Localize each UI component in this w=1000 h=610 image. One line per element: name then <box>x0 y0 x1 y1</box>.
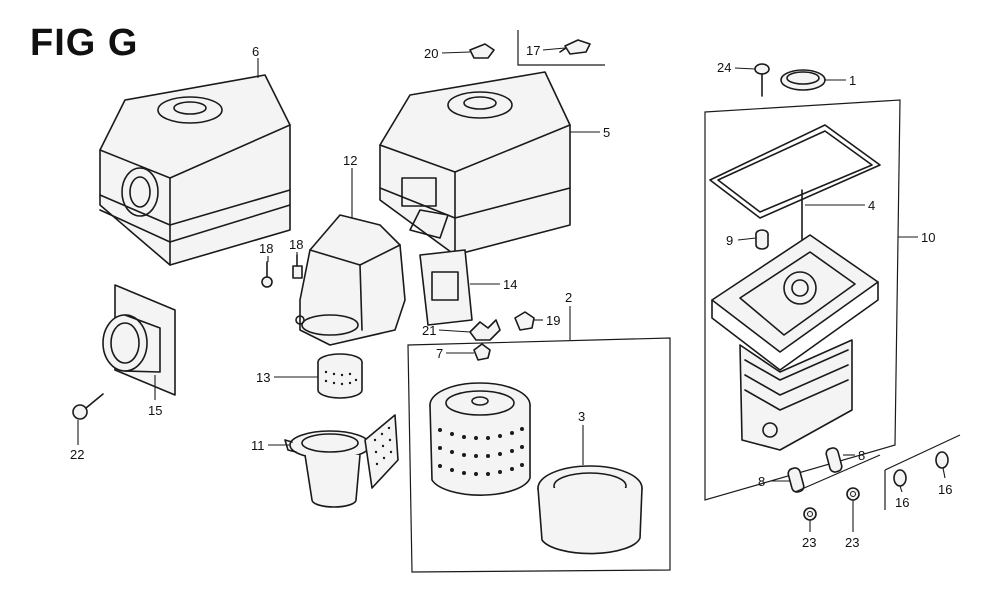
callout-8b: 8 <box>858 448 865 463</box>
callout-4: 4 <box>868 198 875 213</box>
callout-20: 20 <box>424 46 438 61</box>
part-13-screen <box>317 353 363 399</box>
callout-23b: 23 <box>845 535 859 550</box>
part-7-nut <box>473 343 491 361</box>
part-24-screw <box>754 63 770 97</box>
callout-16b: 16 <box>938 482 952 497</box>
callout-15: 15 <box>148 403 162 418</box>
part-18-screw-a <box>261 261 273 288</box>
callout-11: 11 <box>251 438 265 453</box>
callout-13: 13 <box>256 370 270 385</box>
kit-divider-23 <box>794 454 881 493</box>
callout-2: 2 <box>565 290 572 305</box>
part-9-grommet <box>755 229 769 250</box>
part-3-foam <box>537 465 643 555</box>
callout-17: 17 <box>526 43 540 58</box>
kit-divider-16 <box>884 434 961 510</box>
callout-18a: 18 <box>259 241 273 256</box>
part-16-cap-a <box>893 469 907 487</box>
callout-22: 22 <box>70 447 84 462</box>
part-23-nut-a <box>803 507 817 521</box>
callout-19: 19 <box>546 313 560 328</box>
callout-24: 24 <box>717 60 731 75</box>
callout-5: 5 <box>603 125 610 140</box>
air-cleaner-case <box>711 234 879 451</box>
part-23-nut-b <box>846 487 860 501</box>
callout-18b: 18 <box>289 237 303 252</box>
callout-1: 1 <box>849 73 856 88</box>
kit-divider-17 <box>517 30 605 66</box>
part-12-elbow <box>295 214 406 346</box>
callout-10: 10 <box>921 230 935 245</box>
callout-16a: 16 <box>895 495 909 510</box>
part-8-tube-a <box>787 467 805 493</box>
kit-box-2 <box>407 337 671 573</box>
callout-9: 9 <box>726 233 733 248</box>
callout-numbers: 6 20 17 24 1 5 12 4 10 9 18 18 14 2 21 1… <box>70 43 952 550</box>
callout-21: 21 <box>422 323 436 338</box>
part-16-cap-b <box>935 451 949 469</box>
part-20-bolt <box>469 43 495 59</box>
filter-element <box>429 382 531 496</box>
part-8-tube-b <box>825 447 843 473</box>
part-6-cover <box>99 74 291 266</box>
part-11-base <box>284 414 399 508</box>
callout-8a: 8 <box>758 474 765 489</box>
part-14-gasket <box>419 249 473 326</box>
callout-3: 3 <box>578 409 585 424</box>
callout-12: 12 <box>343 153 357 168</box>
callout-23a: 23 <box>802 535 816 550</box>
part-4-gasket <box>709 124 881 251</box>
part-22-bolt <box>72 393 104 420</box>
callout-7: 7 <box>436 346 443 361</box>
kit-box-10 <box>704 99 901 501</box>
part-5-cover <box>379 71 571 256</box>
part-21-wingnut <box>469 319 501 341</box>
part-19-nut <box>514 311 535 331</box>
part-15-adapter <box>102 284 176 396</box>
part-1-ring <box>780 69 826 91</box>
leader-lines <box>77 47 946 532</box>
part-17-bolt <box>559 39 591 55</box>
callout-6: 6 <box>252 44 259 59</box>
part-18-screw-b <box>292 254 303 279</box>
figure-title: FIG G <box>30 22 139 64</box>
callout-14: 14 <box>503 277 517 292</box>
